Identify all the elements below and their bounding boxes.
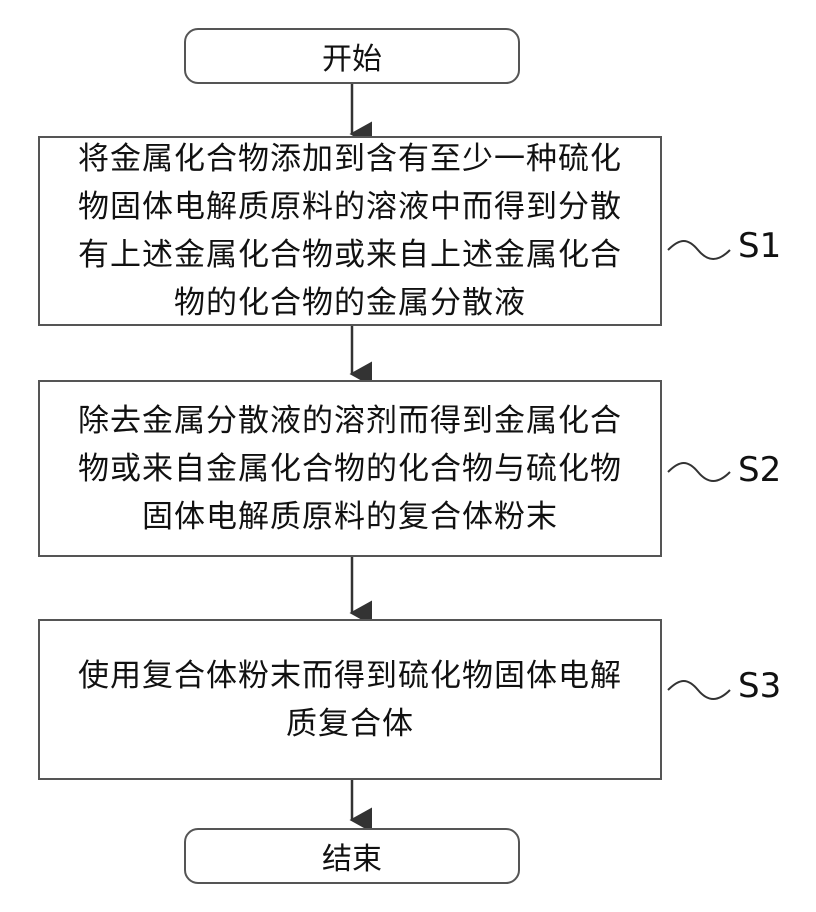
end-label: 结束 bbox=[322, 834, 382, 878]
step-s1-box: 将金属化合物添加到含有至少一种硫化 物固体电解质原料的溶液中而得到分散 有上述金… bbox=[38, 136, 662, 326]
leader-s3 bbox=[668, 681, 730, 699]
step-s3-line-2: 质复合体 bbox=[78, 700, 622, 748]
step-s2-line-1: 除去金属分散液的溶剂而得到金属化合 bbox=[78, 397, 622, 445]
step-s1-line-2: 物固体电解质原料的溶液中而得到分散 bbox=[78, 183, 622, 231]
step-s2-box: 除去金属分散液的溶剂而得到金属化合 物或来自金属化合物的化合物与硫化物 固体电解… bbox=[38, 380, 662, 557]
end-node: 结束 bbox=[184, 828, 520, 884]
step-s1-label: S1 bbox=[738, 226, 781, 266]
leader-s1 bbox=[668, 241, 730, 259]
step-s3-line-1: 使用复合体粉末而得到硫化物固体电解 bbox=[78, 652, 622, 700]
leader-s2 bbox=[668, 463, 730, 481]
step-s1-line-3: 有上述金属化合物或来自上述金属化合 bbox=[78, 231, 622, 279]
step-s3-label: S3 bbox=[738, 666, 781, 706]
start-node: 开始 bbox=[184, 28, 520, 84]
step-s3-box: 使用复合体粉末而得到硫化物固体电解 质复合体 bbox=[38, 619, 662, 780]
step-s2-line-3: 固体电解质原料的复合体粉末 bbox=[78, 493, 622, 541]
start-label: 开始 bbox=[322, 34, 382, 78]
step-s2-label: S2 bbox=[738, 450, 781, 490]
step-s1-line-1: 将金属化合物添加到含有至少一种硫化 bbox=[78, 135, 622, 183]
step-s1-line-4: 物的化合物的金属分散液 bbox=[78, 279, 622, 327]
step-s2-line-2: 物或来自金属化合物的化合物与硫化物 bbox=[78, 445, 622, 493]
